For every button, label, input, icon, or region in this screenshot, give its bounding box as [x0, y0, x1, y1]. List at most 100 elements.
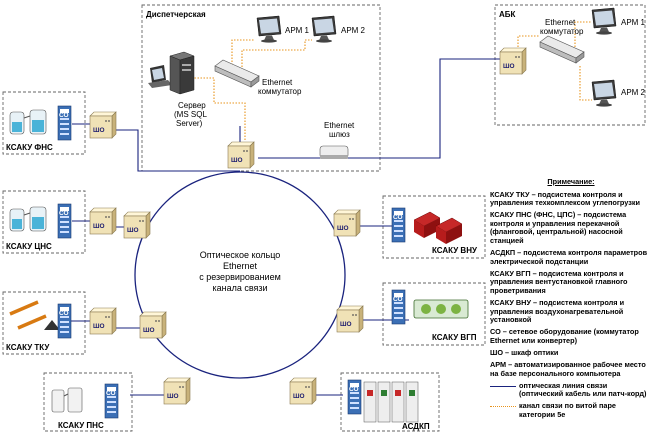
abk-arm1-label: АРМ 1: [621, 18, 645, 27]
notes-title: Примечание:: [547, 177, 595, 186]
arm2-label: АРМ 2: [341, 26, 365, 35]
cns-label: КСАКУ ЦНС: [6, 242, 52, 251]
abk-switch-label-1: Ethernet: [545, 18, 576, 27]
notes-panel: Примечание: КСАКУ ТКУ – подсистема контр…: [490, 177, 652, 422]
abk-zone-frame: [494, 4, 646, 126]
asdkp-label: АСДКП: [402, 422, 430, 431]
gateway-label-1: Ethernet: [324, 121, 355, 130]
abk-cabinet[interactable]: ШО: [499, 47, 527, 75]
fan-unit-icon: [413, 299, 469, 319]
svg-text:ШО: ШО: [503, 63, 515, 70]
arm1-label: АРМ 1: [285, 26, 309, 35]
dispatch-switch-icon[interactable]: [214, 59, 260, 88]
server-icon: [169, 51, 195, 95]
heater-units-icon: [413, 211, 463, 244]
server-label-3: Server): [176, 119, 203, 128]
ring-cabinet-asdkp[interactable]: ШО: [289, 377, 317, 405]
note-item: АСДКП – подсистема контроля параметров э…: [490, 248, 648, 266]
vgp-frame: [382, 282, 486, 346]
abk-arm1-monitor-icon[interactable]: [591, 7, 617, 36]
twisted-pair-swatch: [490, 406, 516, 408]
fns-subsystem[interactable]: СО ШО КСАКУ ФНС: [6, 105, 117, 152]
ring-cabinet-cns[interactable]: ШО: [123, 211, 151, 239]
abk-switch-icon[interactable]: [539, 35, 585, 64]
note-item: СО – сетевое оборудование (коммутатор Et…: [490, 327, 639, 345]
cns-cabinet[interactable]: ШО: [89, 207, 117, 235]
svg-text:ШО: ШО: [293, 393, 305, 400]
dispatch-zone-frame: [141, 4, 381, 172]
pns-controller[interactable]: СО: [104, 383, 119, 419]
note-item: ШО – шкаф оптики: [490, 348, 559, 358]
vgp-subsystem[interactable]: СО КСАКУ ВГП: [391, 289, 477, 342]
svg-text:СО: СО: [59, 112, 69, 119]
tku-frame: [2, 291, 86, 355]
dispatch-zone-title: Диспетчерская: [146, 10, 206, 19]
legend-twisted: канал связи по витой паре категории 5е: [490, 401, 652, 419]
svg-text:ШО: ШО: [231, 157, 243, 164]
ethernet-gateway-icon[interactable]: [319, 145, 349, 159]
asdkp-controller[interactable]: СО: [347, 379, 362, 415]
pns-frame: [43, 372, 133, 432]
tku-label: КСАКУ ТКУ: [6, 343, 50, 352]
ring-label-3: с резервированием: [199, 272, 281, 282]
cns-frame: [2, 190, 86, 254]
svg-text:ШО: ШО: [93, 323, 105, 330]
vgp-controller[interactable]: СО: [391, 289, 406, 325]
abk-arm2-label: АРМ 2: [621, 88, 645, 97]
tku-controller[interactable]: СО: [57, 303, 72, 339]
ring-cabinet-vgp[interactable]: ШО: [336, 305, 364, 333]
cns-controller[interactable]: СО: [57, 203, 72, 239]
tku-subsystem[interactable]: СО ШО КСАКУ ТКУ: [6, 300, 117, 352]
dispatch-switch-label-1: Ethernet: [262, 78, 293, 87]
ring-cabinet-pns[interactable]: ШО: [163, 377, 191, 405]
gateway-label-2: шлюз: [329, 130, 350, 139]
dispatch-switch-label-2: коммутатор: [258, 87, 302, 96]
fiber-line-swatch: [490, 385, 516, 387]
svg-text:ШО: ШО: [127, 227, 139, 234]
pns-subsystem[interactable]: СО КСАКУ ПНС: [51, 383, 119, 430]
abk-switch-label-2: коммутатор: [540, 27, 584, 36]
vnu-subsystem[interactable]: СО КСАКУ ВНУ: [391, 207, 478, 255]
cns-subsystem[interactable]: СО ШО КСАКУ ЦНС: [6, 203, 117, 251]
svg-text:СО: СО: [393, 214, 403, 221]
asdkp-frame: [340, 372, 440, 432]
twisted-pair-lines: [192, 21, 592, 140]
svg-text:ШО: ШО: [340, 321, 352, 328]
svg-text:СО: СО: [106, 390, 116, 397]
tanks-icon: [51, 387, 83, 413]
ring-label-2: Ethernet: [223, 261, 258, 271]
fns-cabinet[interactable]: ШО: [89, 111, 117, 139]
server-label-1: Сервер: [178, 101, 206, 110]
svg-text:СО: СО: [349, 386, 359, 393]
arm2-monitor-icon[interactable]: [311, 15, 337, 44]
vnu-controller[interactable]: СО: [391, 207, 406, 243]
note-item: КСАКУ ВГП – подсистема контроля и управл…: [490, 268, 628, 296]
switchgear-icon: [363, 381, 419, 423]
legend-fiber: оптическая линия связи (оптический кабел…: [490, 381, 652, 399]
fns-controller[interactable]: СО: [57, 105, 72, 141]
pns-label: КСАКУ ПНС: [58, 421, 104, 430]
optical-ring: [134, 171, 346, 379]
server-label-2: (MS SQL: [174, 110, 207, 119]
tku-cabinet[interactable]: ШО: [89, 307, 117, 335]
arm1-monitor-icon[interactable]: [256, 15, 282, 44]
svg-text:СО: СО: [59, 310, 69, 317]
svg-text:ШО: ШО: [167, 393, 179, 400]
ring-label-1: Оптическое кольцо: [200, 250, 281, 260]
laptop-icon: [148, 65, 172, 88]
ring-cabinet-vnu[interactable]: ШО: [333, 209, 361, 237]
abk-arm2-monitor-icon[interactable]: [591, 79, 617, 108]
vgp-label: КСАКУ ВГП: [432, 333, 477, 342]
note-item: КСАКУ ПНС (ФНС, ЦПС) – подсистема контро…: [490, 210, 627, 246]
tanks-icon: [9, 109, 47, 135]
svg-text:ШО: ШО: [143, 327, 155, 334]
fns-frame: [2, 91, 86, 155]
asdkp-subsystem[interactable]: СО АСДКП: [347, 379, 430, 431]
tanks-icon: [9, 206, 47, 232]
ring-cabinet-tku[interactable]: ШО: [139, 311, 167, 339]
ring-cabinet-top[interactable]: ШО: [227, 141, 255, 169]
abk-zone-title: АБК: [499, 10, 516, 19]
svg-text:ШО: ШО: [93, 223, 105, 230]
